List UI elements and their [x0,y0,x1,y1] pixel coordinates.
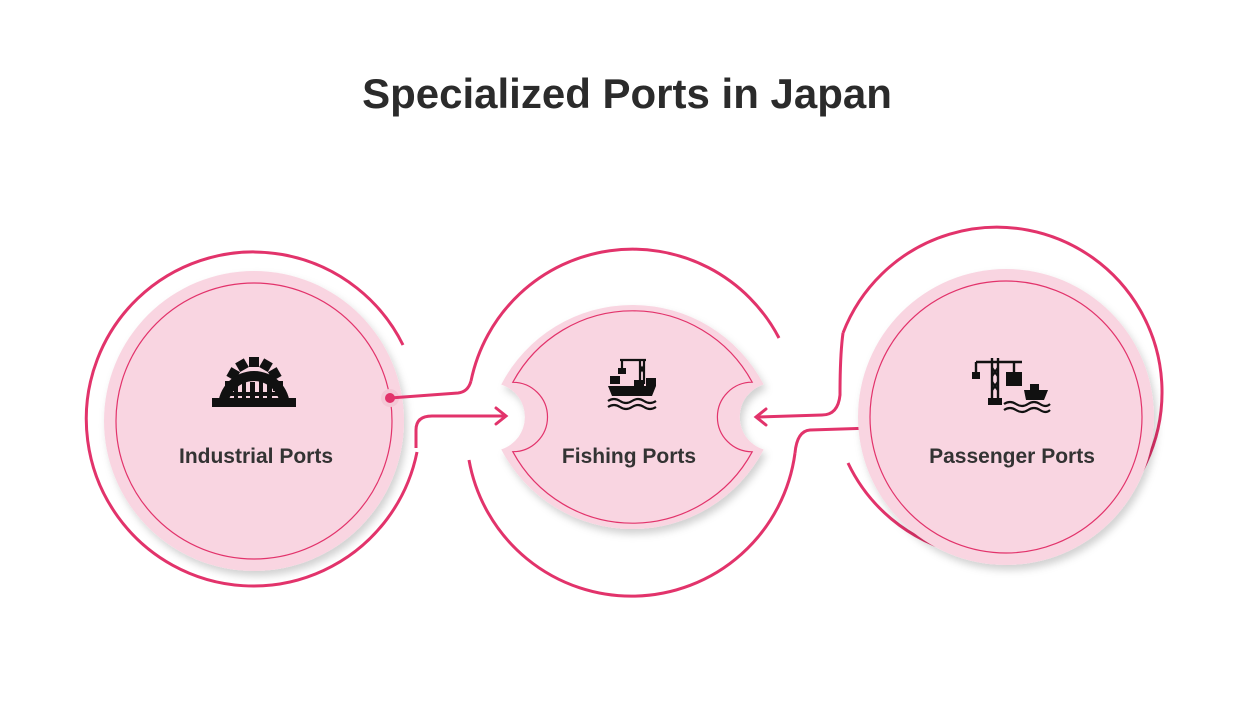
page-title: Specialized Ports in Japan [362,70,892,117]
passenger-inner-ring [869,280,1143,554]
fishing-label: Fishing Ports [562,445,696,468]
industrial-label: Industrial Ports [179,445,333,468]
arrow-head-left [753,407,768,427]
passenger-label: Passenger Ports [929,445,1095,468]
node-industrial: Industrial Ports [84,250,419,588]
fishing-outer-ring-top [469,247,781,382]
fishing-inner-ring [511,310,754,524]
node-fishing: Fishing Ports [467,247,797,598]
factory-gear-icon [212,357,296,407]
industrial-disc [104,271,404,571]
crane-ship-icon [607,358,657,411]
fishing-outer-ring-bottom [467,452,797,598]
connector-industrial-to-fishing [381,380,509,448]
node-passenger: Passenger Ports [841,225,1164,565]
industrial-inner-ring [115,282,393,560]
passenger-disc [858,269,1154,565]
industrial-outer-ring [84,250,419,588]
fishing-disc [501,304,764,530]
arrow-head-right [494,406,509,426]
port-crane-container-icon [972,358,1051,414]
